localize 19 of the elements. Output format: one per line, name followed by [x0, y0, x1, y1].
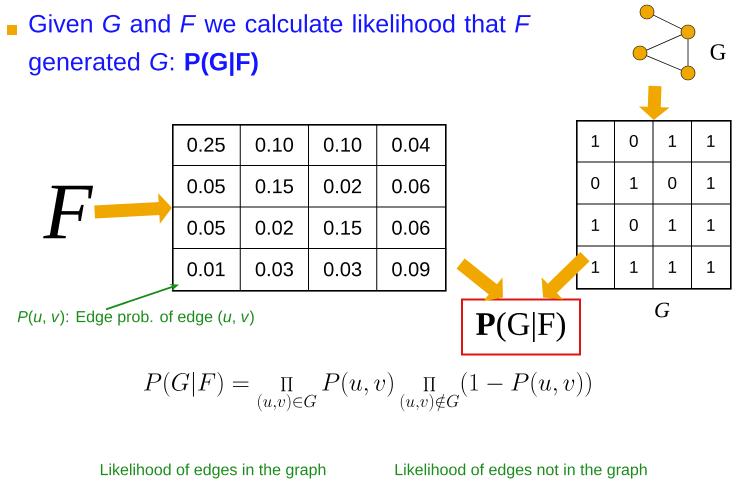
graph-edge	[653, 14, 682, 30]
block-arrow	[542, 252, 590, 300]
matrix-table: 0.25 0.10 0.10 0.04 0.05 0.15 0.02 0.06 0.05 0.02 0.15 0.06 0.01 0.03 0.03 0.09	[172, 124, 447, 292]
graph-edge	[646, 34, 682, 50]
matrix-caption: G	[655, 302, 670, 318]
caption-text: Likelihood of edges in the graph	[100, 464, 326, 478]
large-letter: F	[43, 186, 94, 238]
formula: $P(G|F) = \prod_{(u,v)\in G} P(u,v) \prod_{(u,v)\notin G} (1-P(u,v))$	[144, 372, 591, 412]
title: Given G and F we calculate likelihood that F generated G: P(G|F)	[29, 14, 531, 76]
matrix-table: 1 0 1 1 0 1 0 1 1 0 1 1 1 1 1 1	[576, 120, 732, 290]
graph-vertex	[680, 24, 696, 40]
caption-text: Likelihood of edges not in the graph	[396, 464, 647, 478]
graph-vertex	[632, 46, 648, 60]
annotation-text: P(u, v): Edge prob. of edge (u, v)	[18, 310, 254, 326]
graph-edge	[646, 55, 682, 71]
graph-vertex	[680, 66, 696, 80]
result-box: P(G|F)	[461, 298, 581, 356]
graph-vertex	[640, 4, 654, 20]
graph-label: G	[710, 44, 726, 60]
